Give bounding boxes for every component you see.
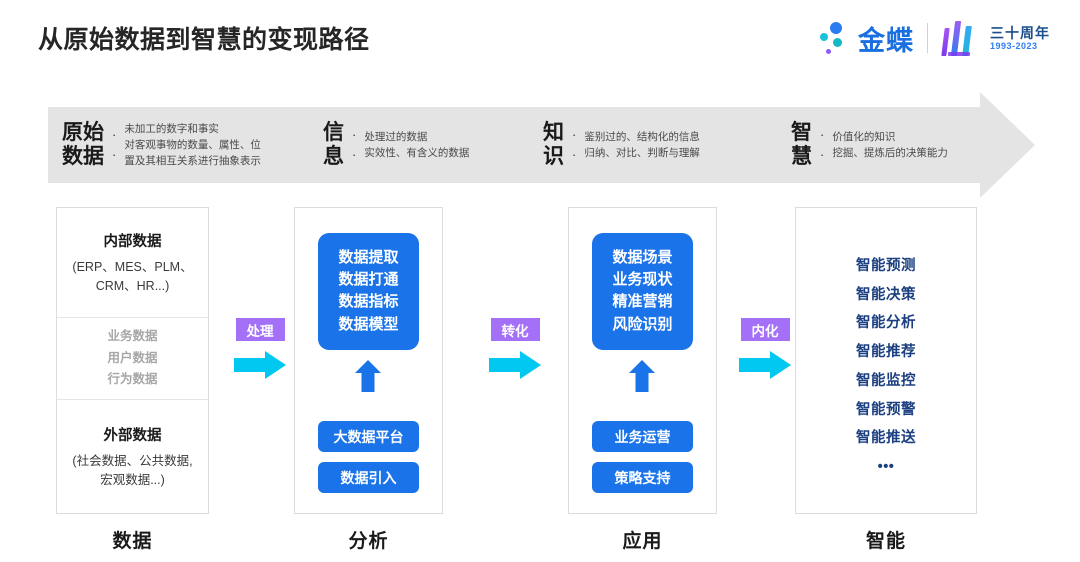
external-data-line: 宏观数据...) [100, 473, 165, 487]
maturity-stage-information: 信 息 · · 处理过的数据 实效性、有含义的数据 [323, 107, 543, 183]
connector-internalize: 内化 [733, 318, 797, 379]
connector-label: 转化 [490, 318, 540, 341]
anniversary-label: 三十周年 [990, 24, 1050, 41]
stage-description: 价值化的知识 挖掘、提炼后的决策能力 [832, 129, 948, 162]
external-data-line: (社会数据、公共数据, [72, 454, 193, 469]
application-capability-line: 数据场景 [612, 249, 673, 266]
stage-desc-line: 价值化的知识 [832, 130, 896, 143]
analysis-pill[interactable]: 数据引入 [318, 462, 419, 493]
connector-label: 处理 [235, 318, 285, 341]
stage-key-label: 智 慧 [791, 121, 812, 168]
column-label-intelligence: 智能 [865, 531, 906, 552]
stage-description: 鉴别过的、结构化的信息 归纳、对比、判断与理解 [584, 129, 700, 162]
intelligence-item: 智能预警 [856, 401, 916, 418]
analysis-pill[interactable]: 大数据平台 [318, 421, 419, 452]
stage-bullets: · · [112, 125, 116, 165]
internal-data-title: 内部数据 [103, 233, 162, 250]
connector-process: 处理 [228, 318, 292, 379]
bullet-dot: · [572, 147, 577, 162]
stage-desc-line: 实效性、有含义的数据 [364, 147, 470, 159]
brand-divider [927, 23, 928, 53]
intelligence-item-list: 智能预测 智能决策 智能分析 智能推荐 智能监控 智能预警 智能推送 ••• [795, 252, 977, 482]
anniversary-mark-icon [941, 20, 981, 56]
intelligence-item: 智能分析 [856, 315, 916, 332]
bullet-dot: · [820, 126, 825, 142]
application-pill[interactable]: 策略支持 [592, 462, 693, 493]
connector-transform: 转化 [483, 318, 547, 379]
bullet-dot: · [352, 126, 357, 142]
internal-data-section: 内部数据 (ERP、MES、PLM、 CRM、HR...) [57, 208, 208, 318]
analysis-capability-box: 数据提取 数据打通 数据指标 数据模型 [318, 233, 419, 350]
analysis-capability-line: 数据指标 [338, 293, 399, 311]
brand-name: 金蝶 [858, 25, 914, 56]
intelligence-ellipsis: ••• [877, 458, 895, 475]
maturity-band [48, 107, 1035, 183]
anniversary-years: 1993-2023 [990, 40, 1038, 51]
stage-desc-line: 处理过的数据 [364, 130, 428, 143]
brand-logo: 金蝶 三十周年 1993-2023 [819, 16, 1050, 60]
stage-bullets: · · [572, 125, 576, 165]
data-types-section: 业务数据 用户数据 行为数据 [57, 318, 208, 400]
stage-desc-line: 鉴别过的、结构化的信息 [584, 130, 700, 143]
up-arrow-icon [629, 360, 655, 392]
maturity-stage-wisdom: 智 慧 · · 价值化的知识 挖掘、提炼后的决策能力 [791, 107, 1035, 183]
anniversary-text: 三十周年 1993-2023 [990, 25, 1050, 51]
intelligence-item: 智能预测 [856, 258, 916, 274]
analysis-capability-line: 数据提取 [338, 249, 399, 266]
stage-description: 处理过的数据 实效性、有含义的数据 [364, 129, 469, 162]
stage-desc-line: 归纳、对比、判断与理解 [584, 147, 700, 159]
stage-bullets: · · [352, 125, 356, 165]
maturity-stage-raw-data: 原始 数据 · · 未加工的数字和事实 对客观事物的数量、属性、位 置及其相互关… [48, 107, 323, 183]
intelligence-item: 智能推送 [856, 430, 916, 447]
bullet-dot: · [352, 147, 357, 162]
bullet-dot: · [572, 126, 577, 142]
application-capability-box: 数据场景 业务现状 精准营销 风险识别 [592, 233, 693, 350]
data-type-item: 业务数据 [107, 329, 158, 344]
right-arrow-icon [489, 351, 541, 379]
application-capability-line: 精准营销 [612, 293, 673, 311]
application-capability-line: 业务现状 [612, 271, 673, 289]
stage-desc-line: 挖掘、提炼后的决策能力 [832, 147, 948, 159]
data-type-item: 用户数据 [107, 350, 158, 365]
stage-key-label: 信 息 [323, 121, 344, 168]
bullet-dot: · [112, 126, 117, 142]
band-arrow-head-icon [920, 92, 1035, 198]
right-arrow-icon [739, 351, 791, 379]
maturity-stage-list: 原始 数据 · · 未加工的数字和事实 对客观事物的数量、属性、位 置及其相互关… [48, 107, 1035, 183]
up-arrow-icon [355, 360, 381, 392]
stage-bullets: · · [820, 125, 824, 165]
data-type-item: 行为数据 [107, 372, 158, 387]
column-label-application: 应用 [622, 531, 663, 552]
kingdee-dots-icon [819, 21, 849, 55]
analysis-capability-line: 数据打通 [338, 271, 399, 289]
stage-desc-line: 未加工的数字和事实 [124, 122, 219, 135]
intelligence-item: 智能推荐 [856, 344, 916, 361]
external-data-section: 外部数据 (社会数据、公共数据, 宏观数据...) [57, 400, 208, 514]
maturity-stage-knowledge: 知 识 · · 鉴别过的、结构化的信息 归纳、对比、判断与理解 [543, 107, 791, 183]
connector-label: 内化 [740, 318, 790, 341]
bullet-dot: · [112, 147, 117, 162]
bullet-dot: · [820, 147, 825, 162]
column-card-data: 内部数据 (ERP、MES、PLM、 CRM、HR...) 业务数据 用户数据 … [56, 207, 209, 514]
internal-data-line: (ERP、MES、PLM、 [72, 259, 193, 274]
column-card-intelligence [795, 207, 977, 514]
right-arrow-icon [234, 351, 286, 379]
intelligence-item: 智能决策 [856, 286, 916, 303]
stage-description: 未加工的数字和事实 对客观事物的数量、属性、位 置及其相互关系进行抽象表示 [124, 121, 261, 170]
application-pill[interactable]: 业务运营 [592, 421, 693, 452]
stage-desc-line: 置及其相互关系进行抽象表示 [124, 155, 261, 168]
column-label-analysis: 分析 [348, 531, 389, 552]
analysis-capability-line: 数据模型 [338, 315, 399, 333]
column-label-data: 数据 [112, 531, 153, 552]
page-title: 从原始数据到智慧的变现路径 [38, 26, 370, 54]
internal-data-line: CRM、HR...) [95, 278, 170, 293]
external-data-title: 外部数据 [103, 428, 162, 445]
stage-key-label: 原始 数据 [62, 121, 104, 168]
intelligence-item: 智能监控 [856, 372, 916, 389]
stage-key-label: 知 识 [543, 121, 564, 168]
application-capability-line: 风险识别 [612, 315, 673, 333]
stage-desc-line: 对客观事物的数量、属性、位 [124, 138, 261, 151]
